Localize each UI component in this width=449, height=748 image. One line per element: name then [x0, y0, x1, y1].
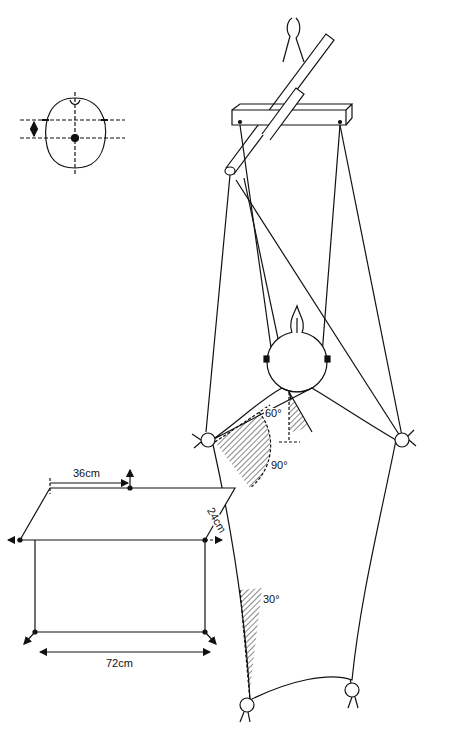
dimension-label: 30° — [262, 594, 281, 605]
dimension-label: 36cm — [72, 468, 101, 479]
dimension-label: 60° — [264, 408, 283, 419]
dimension-label: 72cm — [105, 658, 134, 669]
dimension-label: 90° — [270, 460, 289, 471]
